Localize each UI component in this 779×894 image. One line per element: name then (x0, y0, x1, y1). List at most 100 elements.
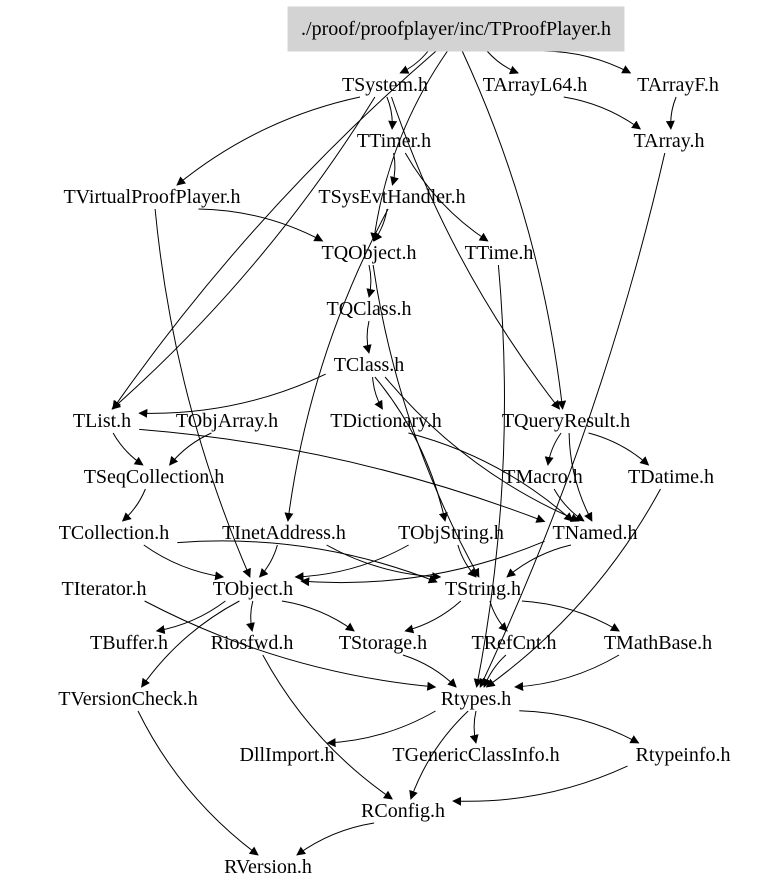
node-ttime-h[interactable]: TTime.h (465, 242, 534, 264)
node-rtypes-h[interactable]: Rtypes.h (441, 688, 512, 710)
node-tobjstring-h[interactable]: TObjString.h (398, 522, 504, 544)
node-label: TArray.h (634, 130, 705, 152)
node-titerator-h[interactable]: TIterator.h (62, 578, 147, 600)
edge-n1-to-n12 (111, 96, 376, 410)
edge-n2-to-n5 (563, 96, 642, 130)
root-node-box (287, 6, 625, 52)
edge-n15-to-n17 (544, 432, 562, 466)
node-label: TDictionary.h (330, 410, 441, 432)
edge-n22-to-n24 (300, 540, 545, 587)
node-label: TArrayL64.h (483, 74, 587, 96)
edge-n12-to-n22 (139, 428, 546, 523)
node-label: TClass.h (334, 354, 405, 376)
node-rtypeinfo-h[interactable]: Rtypeinfo.h (636, 744, 731, 766)
node-tsysevthandler-h[interactable]: TSysEvtHandler.h (318, 186, 465, 208)
edge-n4-to-n9 (404, 152, 489, 242)
node-tsystem-h[interactable]: TSystem.h (342, 74, 428, 96)
node-tinetaddress-h[interactable]: TInetAddress.h (222, 522, 346, 544)
edge-n11-to-n14 (372, 376, 383, 410)
node-tdictionary-h[interactable]: TDictionary.h (330, 410, 441, 432)
node-label: TNamed.h (553, 522, 638, 544)
edge-n3-to-n5 (665, 96, 677, 130)
node-tarrayf-h[interactable]: TArrayF.h (637, 74, 719, 96)
edge-n24-to-n27 (246, 600, 255, 632)
node-proof-proofplayer-inc-tproofplayer-h[interactable]: ./proof/proofplayer/inc/TProofPlayer.h (287, 6, 625, 52)
edge-n1-to-n4 (386, 96, 398, 130)
node-label: TVersionCheck.h (58, 688, 197, 710)
node-tcollection-h[interactable]: TCollection.h (59, 522, 170, 544)
edge-n17-to-n22 (553, 488, 585, 522)
edge-n20-to-n25 (326, 544, 442, 582)
edge-n14-to-n22 (408, 432, 574, 522)
node-riosfwd-h[interactable]: Riosfwd.h (211, 632, 294, 654)
node-dllimport-h[interactable]: DllImport.h (240, 744, 335, 766)
edge-n6-to-n24 (154, 208, 251, 578)
edge-n20-to-n24 (258, 544, 278, 578)
edge-n25-to-n28 (404, 600, 462, 634)
node-tnamed-h[interactable]: TNamed.h (553, 522, 638, 544)
node-tstorage-h[interactable]: TStorage.h (339, 632, 427, 654)
edge-n19-to-n24 (143, 544, 225, 581)
node-tmacro-h[interactable]: TMacro.h (503, 466, 582, 488)
node-tqueryresult-h[interactable]: TQueryResult.h (502, 410, 630, 432)
node-rconfig-h[interactable]: RConfig.h (361, 800, 445, 822)
edge-n18-to-n32 (485, 488, 661, 688)
edge-n8-to-n10 (366, 264, 376, 298)
node-label: RConfig.h (361, 800, 445, 822)
edge-n1-to-n6 (176, 96, 361, 186)
edge-n32-to-n33 (326, 710, 436, 748)
edge-n28-to-n32 (402, 654, 457, 688)
node-label: TArrayF.h (637, 74, 719, 96)
node-tobjarray-h[interactable]: TObjArray.h (176, 410, 278, 432)
edge-n21-to-n24 (294, 544, 409, 582)
node-tvirtualproofplayer-h[interactable]: TVirtualProofPlayer.h (63, 186, 240, 208)
node-tgenericclassinfo-h[interactable]: TGenericClassInfo.h (392, 744, 559, 766)
node-tmathbase-h[interactable]: TMathBase.h (604, 632, 712, 654)
node-label: TList.h (73, 410, 131, 432)
edge-n32-to-n36 (409, 710, 469, 800)
edge-n6-to-n8 (198, 208, 324, 242)
node-tlist-h[interactable]: TList.h (73, 410, 131, 432)
edge-n13-to-n16 (169, 432, 212, 466)
node-tdatime-h[interactable]: TDatime.h (628, 466, 714, 488)
node-tversioncheck-h[interactable]: TVersionCheck.h (58, 688, 197, 710)
edge-n35-to-n36 (452, 765, 628, 806)
edge-n25-to-n29 (489, 600, 508, 632)
edge-n11-to-n21 (374, 376, 448, 522)
node-label: TMathBase.h (604, 632, 712, 654)
edges-layer (111, 50, 677, 856)
edge-n0-to-n1 (399, 50, 429, 74)
node-tobject-h[interactable]: TObject.h (213, 578, 293, 600)
edge-n12-to-n16 (112, 432, 144, 466)
node-trefcnt-h[interactable]: TRefCnt.h (472, 632, 557, 654)
edge-n29-to-n32 (482, 654, 507, 688)
edge-n22-to-n25 (506, 544, 572, 578)
node-label: DllImport.h (240, 744, 335, 766)
node-ttimer-h[interactable]: TTimer.h (357, 130, 431, 152)
node-tqclass-h[interactable]: TQClass.h (327, 298, 412, 320)
node-tqobject-h[interactable]: TQObject.h (322, 242, 417, 264)
node-label: TObjArray.h (176, 410, 278, 432)
node-label: TCollection.h (59, 522, 170, 544)
edge-n8-to-n25 (372, 264, 480, 578)
node-tclass-h[interactable]: TClass.h (334, 354, 405, 376)
edge-n0-to-n12 (112, 50, 437, 410)
node-tarray-h[interactable]: TArray.h (634, 130, 705, 152)
nodes-layer: ./proof/proofplayer/inc/TProofPlayer.hTS… (58, 6, 731, 878)
node-rversion-h[interactable]: RVersion.h (224, 856, 312, 878)
node-label: TVirtualProofPlayer.h (63, 186, 240, 208)
node-tstring-h[interactable]: TString.h (445, 578, 521, 600)
node-tarrayl64-h[interactable]: TArrayL64.h (483, 74, 587, 96)
edge-n30-to-n32 (514, 654, 620, 691)
node-tbuffer-h[interactable]: TBuffer.h (90, 632, 168, 654)
edge-n0-to-n15 (461, 50, 567, 410)
edge-n25-to-n30 (521, 600, 620, 632)
edge-n21-to-n25 (457, 544, 477, 578)
node-tseqcollection-h[interactable]: TSeqCollection.h (84, 466, 225, 488)
edge-n24-to-n26 (155, 600, 226, 635)
node-label: TTime.h (465, 242, 534, 264)
node-label: TString.h (445, 578, 521, 600)
edge-n0-to-n2 (486, 50, 519, 75)
node-label: TTimer.h (357, 130, 431, 152)
